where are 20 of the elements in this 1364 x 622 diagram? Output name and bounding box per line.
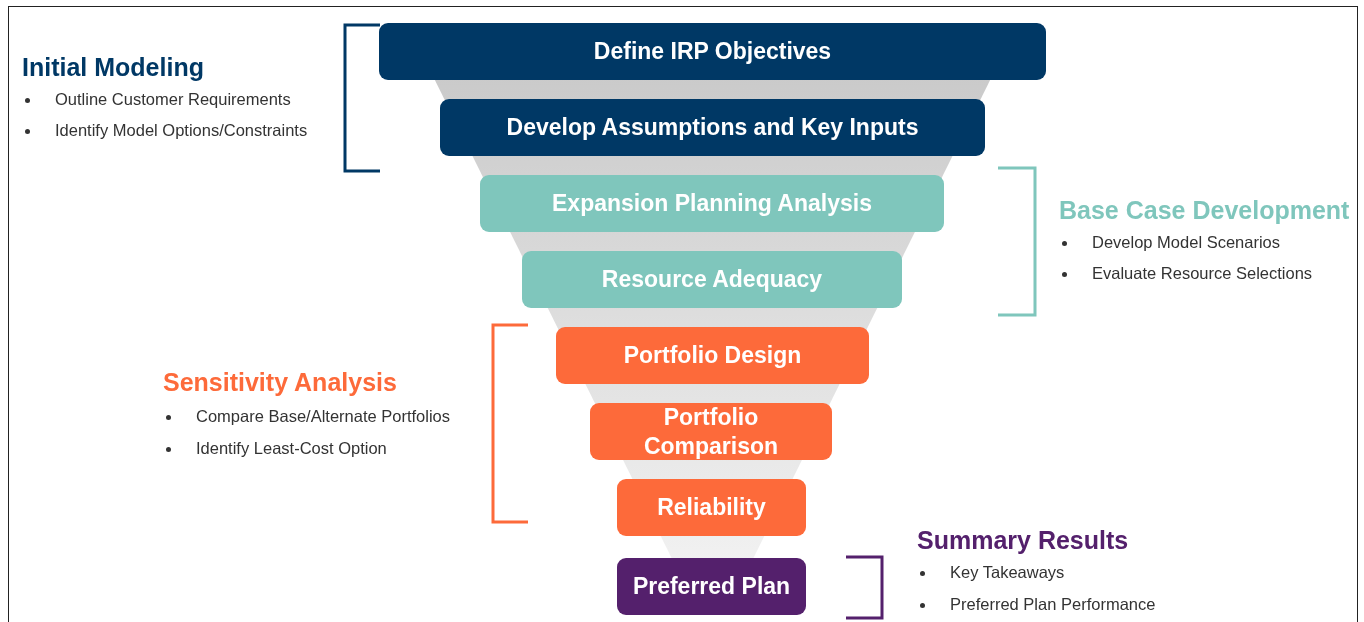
stage-box: Develop Assumptions and Key Inputs: [440, 99, 985, 156]
bullet-text: Outline Customer Requirements: [55, 90, 291, 109]
bullet-text: Develop Model Scenarios: [1092, 233, 1281, 252]
section-heading: Initial Modeling: [22, 53, 204, 82]
stage-box: Expansion Planning Analysis: [480, 175, 944, 232]
bullet-text: Key Takeaways: [950, 563, 1065, 582]
bullet-text: Compare Base/Alternate Portfolios: [196, 407, 451, 426]
stage-box: Resource Adequacy: [522, 251, 902, 308]
bullet-text: Identify Least-Cost Option: [196, 439, 387, 458]
bullet-text: Identify Model Options/Constraints: [55, 121, 308, 140]
stage-box: Portfolio Design: [556, 327, 869, 384]
section-heading: Base Case Development: [1059, 196, 1350, 225]
section-heading: Summary Results: [917, 526, 1129, 555]
stage-box: Preferred Plan: [617, 558, 806, 615]
bullet-text: Preferred Plan Performance: [950, 595, 1156, 614]
section-heading: Sensitivity Analysis: [163, 368, 397, 397]
bullet-text: Evaluate Resource Selections: [1092, 264, 1313, 283]
stage-box: Define IRP Objectives: [379, 23, 1046, 80]
stage-box: Reliability: [617, 479, 806, 536]
stage-box: Portfolio Comparison: [590, 403, 832, 460]
